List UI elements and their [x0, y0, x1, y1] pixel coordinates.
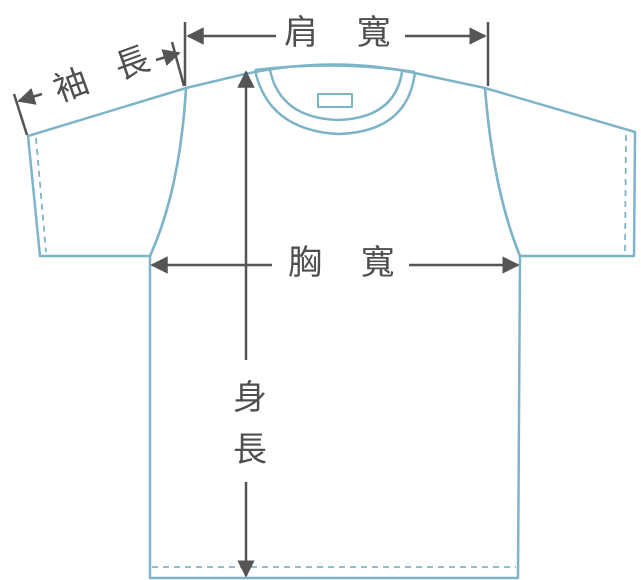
sleeve-tick-right [170, 41, 186, 87]
left-sleeve [26, 86, 188, 258]
measurement-lines [12, 22, 520, 578]
neck-tag [317, 93, 353, 108]
chest-width-label: 胸 寬 [288, 243, 409, 283]
collar-outer [253, 69, 417, 136]
right-sleeve-stitch [624, 134, 627, 253]
collar-top [254, 64, 416, 74]
left-sleeve-stitch [35, 137, 47, 253]
right-sleeve [483, 86, 637, 258]
shirt-body [26, 63, 637, 580]
sleeve-arrow-right [155, 49, 181, 66]
collar-inner [268, 69, 404, 122]
body-length-label: 身長 [228, 372, 272, 476]
sleeve-arrow-left [17, 88, 43, 105]
shoulder-width-label: 肩 寬 [284, 13, 405, 53]
sleeve-tick-left [12, 93, 29, 136]
shirt-outline [148, 63, 522, 580]
